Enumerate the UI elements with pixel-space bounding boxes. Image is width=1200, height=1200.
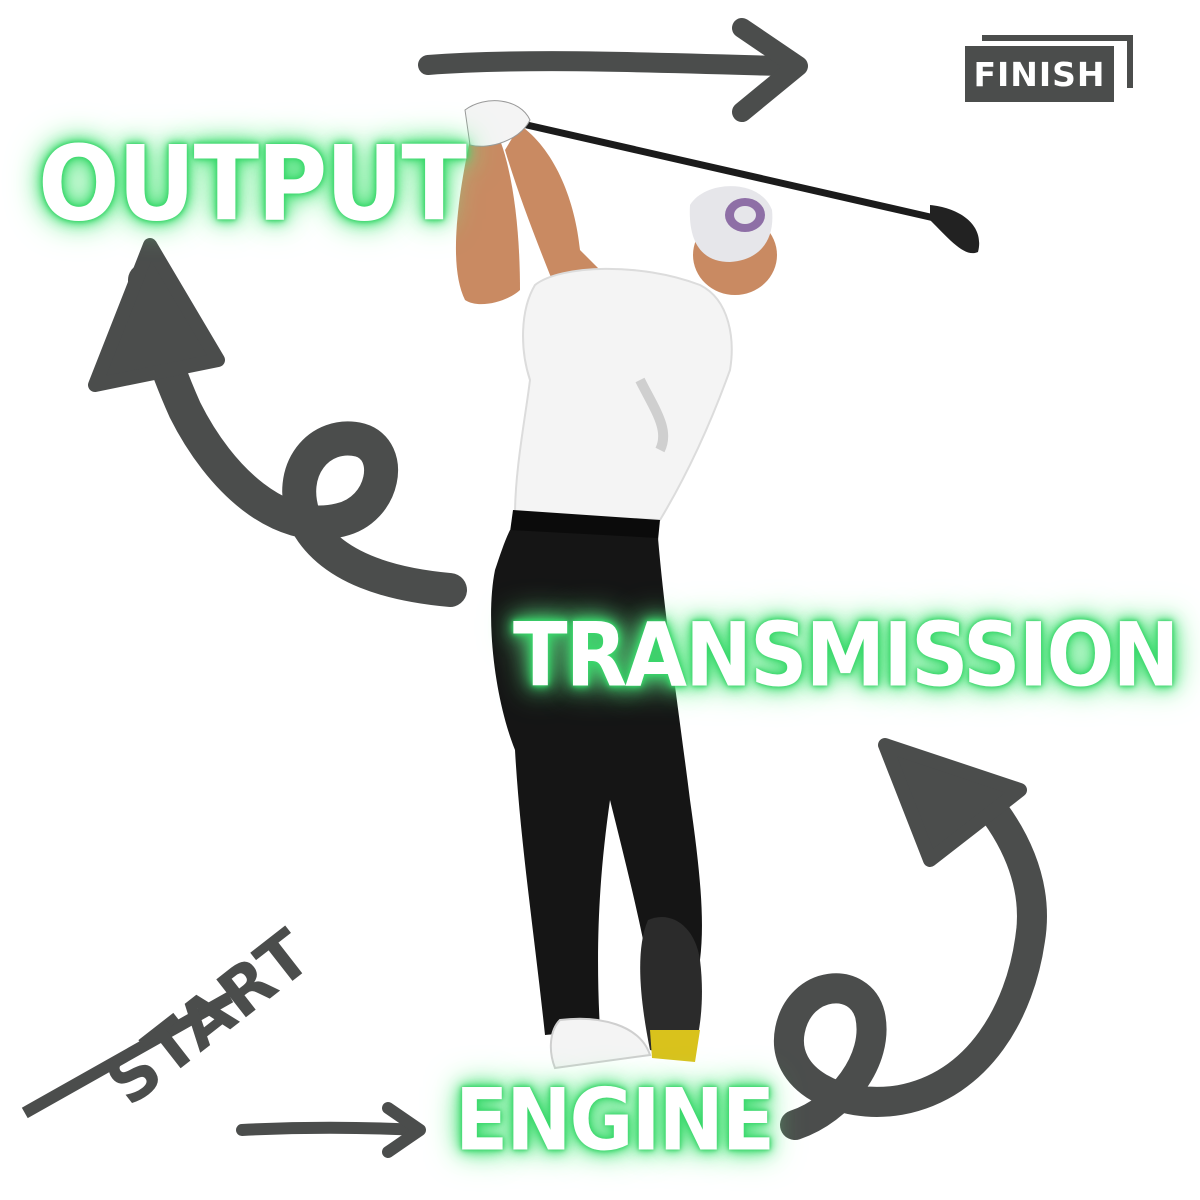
start-to-engine-arrow-icon	[236, 1102, 426, 1158]
golfer-illustration-icon	[455, 100, 980, 1070]
finish-bracket-icon	[982, 35, 1133, 88]
output-label: OUTPUT	[38, 123, 467, 245]
start-line-icon	[21, 991, 234, 1119]
transmission-label: TRANSMISSION	[513, 604, 1179, 707]
engine-label: ENGINE	[455, 1071, 775, 1171]
top-arrow-icon	[418, 18, 808, 122]
curly-arrow-to-transmission-icon	[773, 738, 1047, 1140]
curly-arrow-to-output-icon	[88, 238, 467, 607]
finish-label: FINISH	[965, 46, 1114, 102]
